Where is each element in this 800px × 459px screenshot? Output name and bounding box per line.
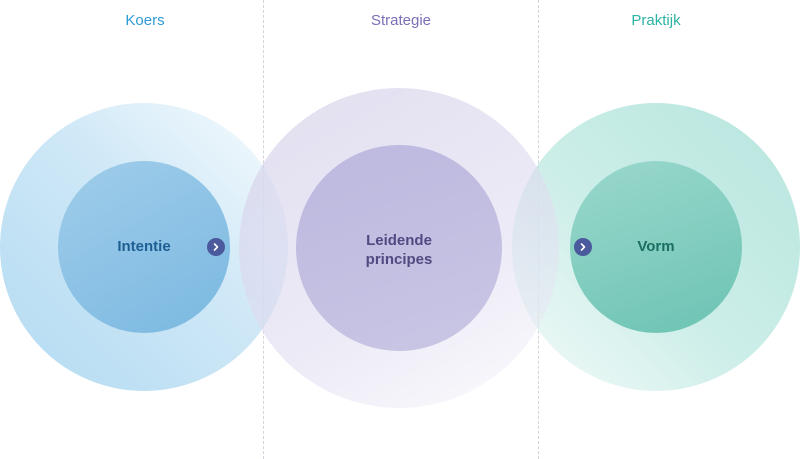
intentie-label: Intentie [117,238,171,255]
leidende-principes-label: Leidende principes [329,231,469,269]
intentie-inner-circle [58,161,230,333]
vorm-label: Vorm [637,238,675,255]
leidende-principes-inner-circle [296,145,502,351]
column-title-strategie: Strategie [370,12,432,29]
chevron-right-icon [207,238,225,256]
chevron-right-icon [574,238,592,256]
chevron-right-icon-glyph [580,243,586,251]
leidende-principes-label-line1: Leidende [366,232,432,249]
chevron-right-icon-glyph [213,243,219,251]
column-title-koers: Koers [125,12,165,29]
leidende-principes-label-line2: principes [365,251,433,268]
column-title-praktijk: Praktijk [631,12,681,29]
vorm-inner-circle [570,161,742,333]
